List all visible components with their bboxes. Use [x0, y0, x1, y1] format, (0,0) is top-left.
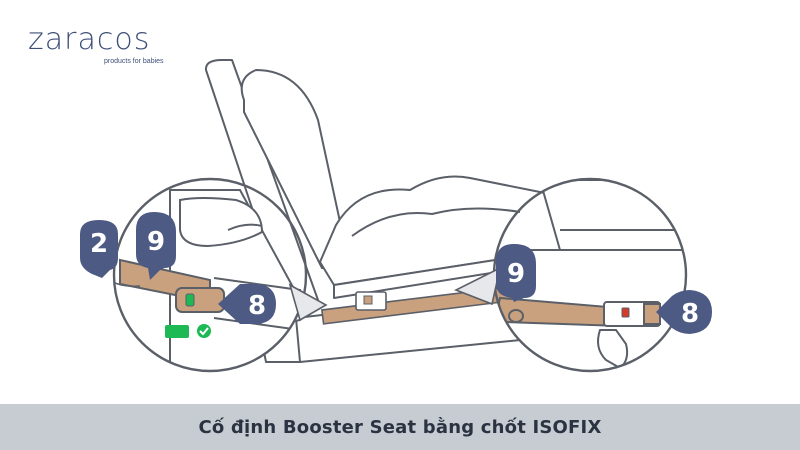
brand-name: zaracos — [28, 22, 151, 57]
callout-left-2: 2 — [80, 220, 118, 278]
callout-right-8: 8 — [656, 290, 712, 334]
brand-logo: zaracos products for babies — [28, 22, 168, 67]
right-zoom-pointer — [454, 266, 502, 306]
callout-left-8: 8 — [218, 284, 276, 324]
isofix-diagram: 2 9 8 9 8 — [80, 59, 712, 373]
callout-label: 8 — [248, 291, 266, 321]
callout-label: 9 — [147, 227, 165, 257]
callout-label: 2 — [90, 229, 108, 259]
caption-bar: Cố định Booster Seat bằng chốt ISOFIX — [0, 404, 800, 450]
callout-right-9: 9 — [496, 244, 536, 302]
caption-text: Cố định Booster Seat bằng chốt ISOFIX — [198, 416, 602, 438]
brand-tagline: products for babies — [104, 58, 164, 65]
callout-label: 8 — [681, 299, 699, 329]
left-zoom-pointer — [288, 283, 328, 322]
callout-label: 9 — [507, 259, 525, 289]
callout-left-9: 9 — [136, 212, 176, 280]
